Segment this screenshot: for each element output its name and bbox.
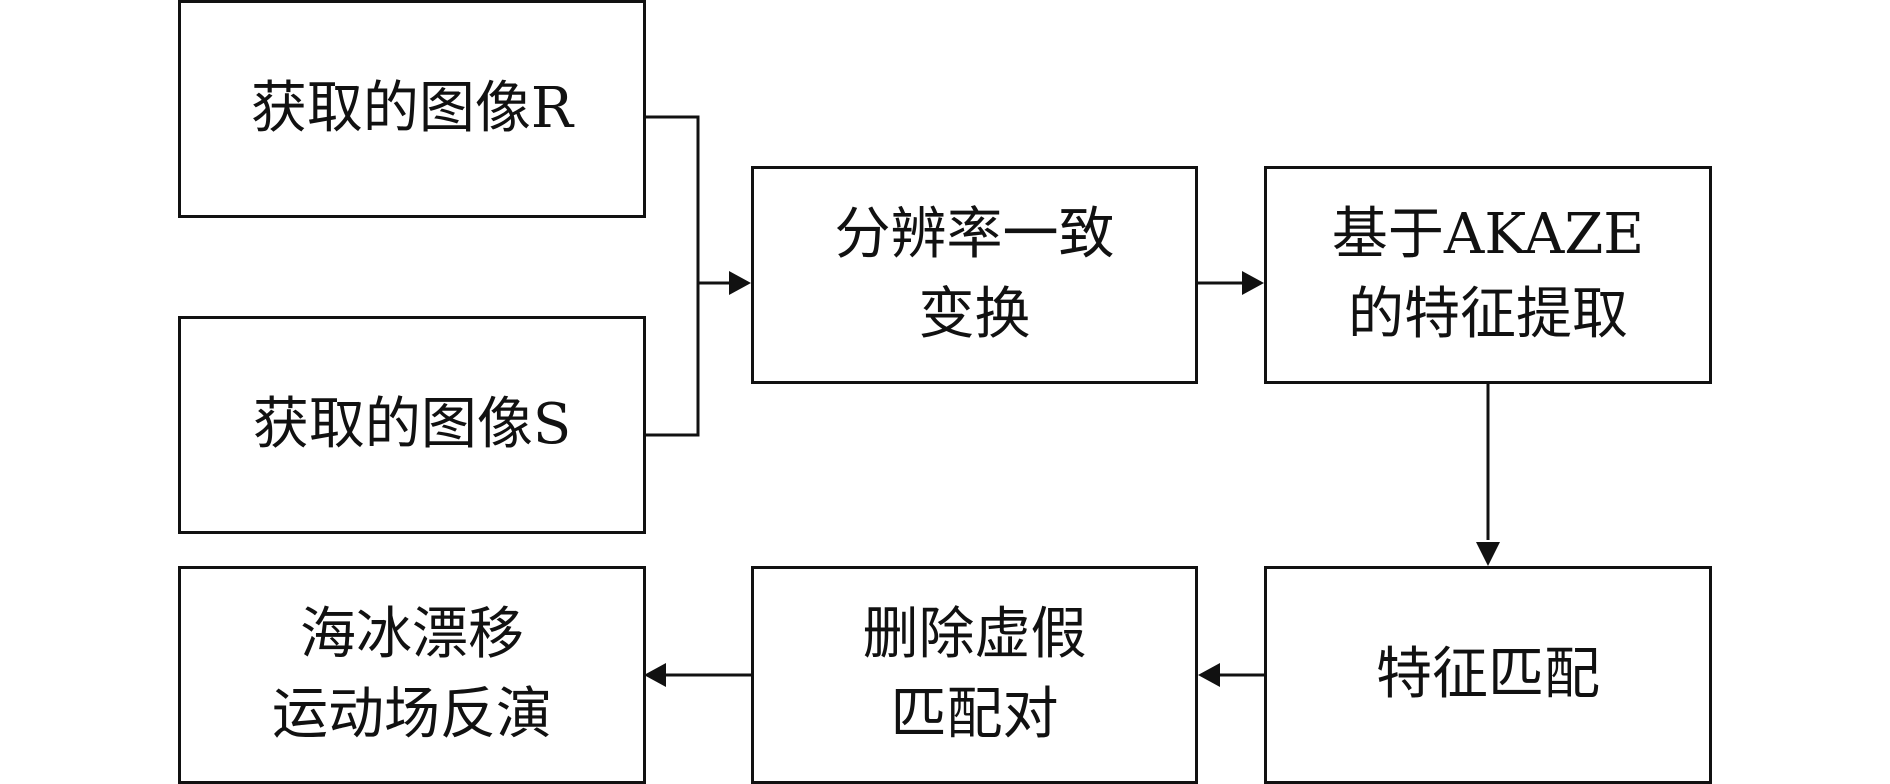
arrowhead-to-akaze (1242, 271, 1264, 295)
node-image-r-line-1: 获取的图像R (250, 76, 574, 141)
node-akaze-line-1: 基于AKAZE (1331, 202, 1645, 267)
node-resolution-transform: 分辨率一致 变换 (751, 166, 1198, 384)
node-image-s-line-1: 获取的图像S (252, 392, 572, 457)
arrowhead-to-remove (1198, 663, 1220, 687)
node-image-r: 获取的图像R (178, 0, 646, 218)
connector-image-r (646, 115, 700, 283)
node-resolution-line-2: 变换 (918, 282, 1031, 347)
arrowhead-to-drift (644, 663, 666, 687)
node-image-s: 获取的图像S (178, 316, 646, 534)
node-drift-line-2: 运动场反演 (272, 682, 552, 747)
node-remove-false-line-1: 删除虚假 (862, 602, 1087, 667)
arrowhead-to-matching (1476, 542, 1500, 566)
connector-image-s (646, 283, 700, 437)
node-matching-line-1: 特征匹配 (1376, 642, 1600, 707)
node-drift-line-1: 海冰漂移 (300, 602, 524, 667)
node-remove-false-line-2: 匹配对 (890, 682, 1059, 747)
node-akaze-feature-extraction: 基于AKAZE 的特征提取 (1264, 166, 1712, 384)
node-feature-matching: 特征匹配 (1264, 566, 1712, 784)
arrowhead-to-resolution (729, 271, 751, 295)
node-remove-false-matches: 删除虚假 匹配对 (751, 566, 1198, 784)
node-resolution-line-1: 分辨率一致 (834, 202, 1115, 267)
node-sea-ice-drift-inversion: 海冰漂移 运动场反演 (178, 566, 646, 784)
node-akaze-line-2: 的特征提取 (1348, 282, 1628, 347)
